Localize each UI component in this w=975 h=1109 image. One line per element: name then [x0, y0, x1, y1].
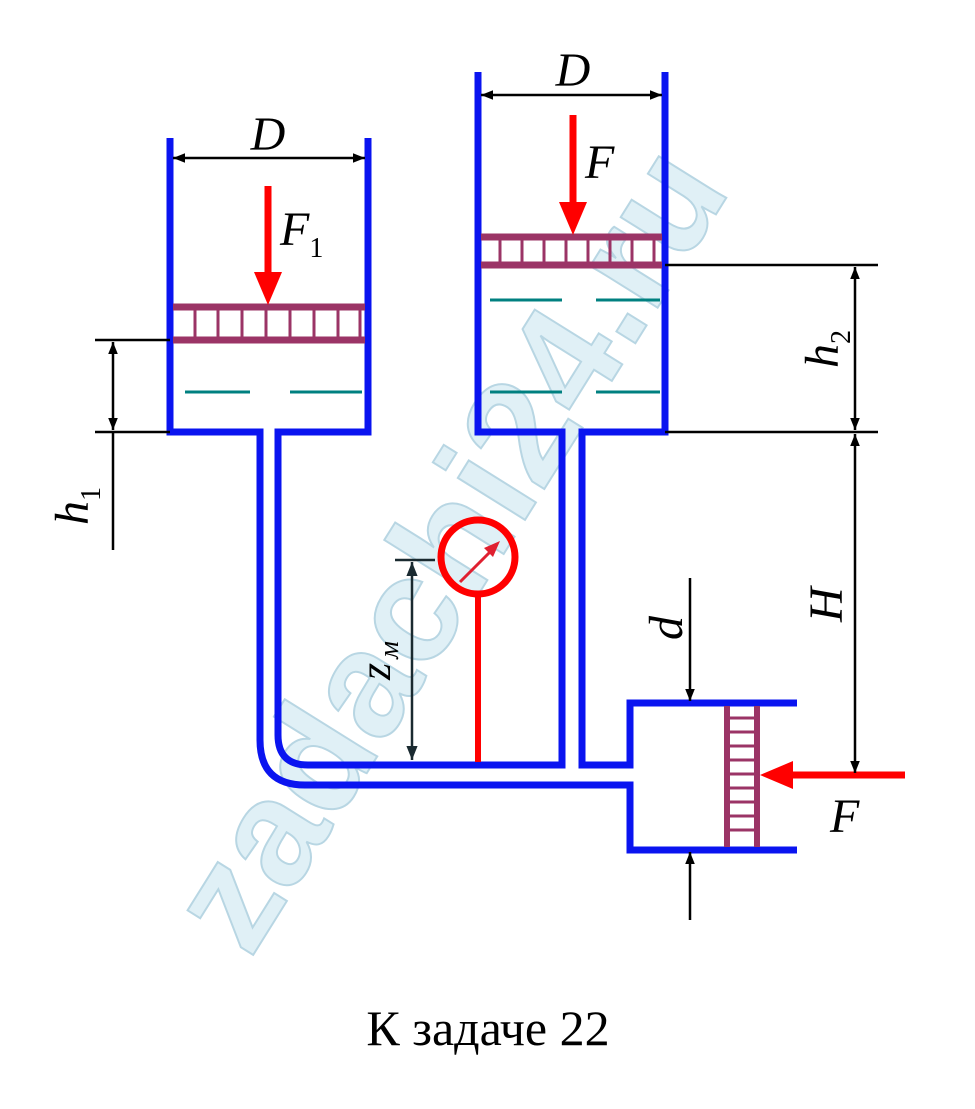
fluid-level-lines [185, 298, 660, 394]
left-piston [173, 303, 365, 344]
label-d-left: D [250, 108, 286, 161]
label-f-bottom: F [829, 790, 860, 843]
dimension-lines [95, 90, 878, 920]
label-f1: F1 [279, 203, 323, 264]
label-d-small: d [640, 615, 693, 640]
label-h: H [800, 585, 853, 623]
label-zm: zм [351, 641, 405, 681]
right-piston [481, 233, 662, 269]
label-h2: h2 [796, 330, 857, 368]
label-h1: h1 [46, 487, 107, 525]
label-d-right: D [555, 44, 591, 97]
caption: К задаче 22 [366, 1000, 609, 1056]
label-f-top: F [584, 136, 615, 189]
force-arrows [254, 115, 905, 789]
pressure-gauge [437, 516, 519, 762]
small-piston [724, 706, 760, 847]
